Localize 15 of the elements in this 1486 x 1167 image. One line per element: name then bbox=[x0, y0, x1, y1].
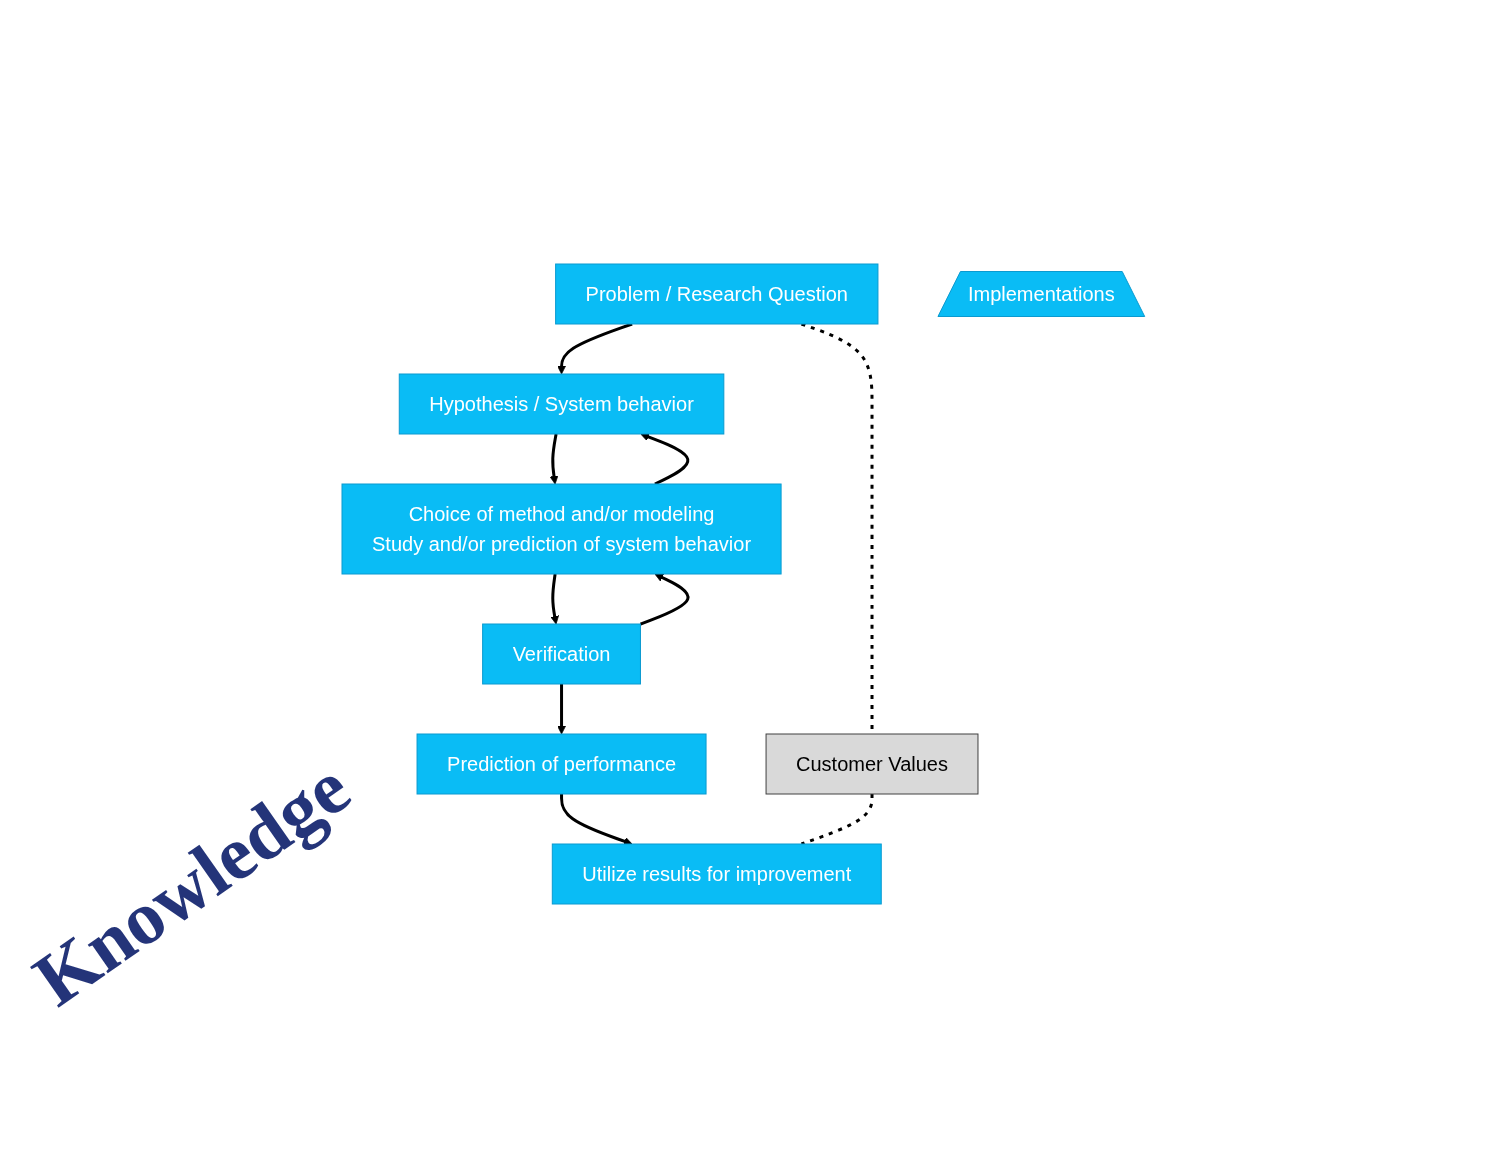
node-box: Verification bbox=[481, 623, 641, 684]
arrow bbox=[549, 573, 559, 624]
node-box: Choice of method and/or modeling Study and/or prediction of system behavior bbox=[341, 483, 782, 574]
arrow bbox=[640, 432, 689, 485]
node-box: Customer Values bbox=[765, 733, 979, 794]
arrow bbox=[556, 322, 633, 374]
node-box: Problem / Research Question bbox=[554, 263, 879, 324]
node-box: Hypothesis / System behavior bbox=[398, 373, 724, 434]
arrow bbox=[556, 683, 566, 734]
connector bbox=[800, 793, 874, 845]
node-box: Utilize results for improvement bbox=[551, 843, 882, 904]
arrow bbox=[639, 572, 690, 625]
arrow bbox=[559, 793, 633, 845]
node-box: Prediction of performance bbox=[416, 733, 707, 794]
arrow bbox=[549, 433, 558, 484]
